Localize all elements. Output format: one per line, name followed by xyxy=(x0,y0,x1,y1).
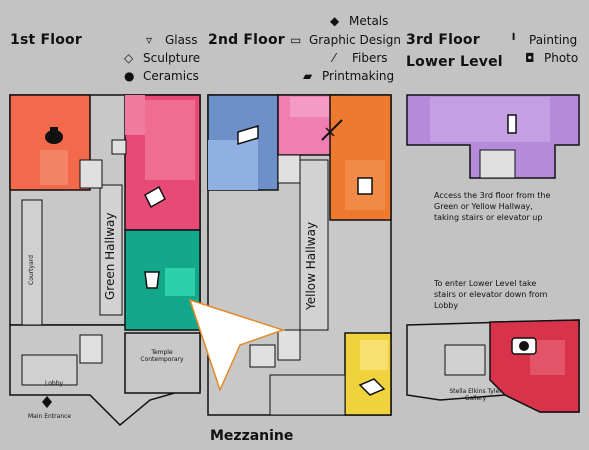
legend-metals: ◆ Metals xyxy=(330,14,388,28)
painting-icon: ╹ xyxy=(510,33,518,47)
first-floor-title: 1st Floor xyxy=(10,32,82,48)
legend-glass: ▿ Glass xyxy=(146,33,198,47)
legend-label: Sculpture xyxy=(143,51,201,65)
green-hallway xyxy=(99,184,123,316)
legend-label: Printmaking xyxy=(322,69,395,83)
painting-icon xyxy=(507,114,517,134)
lower-level-title: Lower Level xyxy=(406,54,503,70)
ceramics-icon: ● xyxy=(124,69,135,83)
second-floor-plan xyxy=(207,94,392,416)
courtyard-label: Courtyard xyxy=(28,255,35,285)
graphic-design-icon xyxy=(357,177,373,195)
photo-icon: ◘ xyxy=(525,51,535,65)
legend-printmaking: ▰ Printmaking xyxy=(303,69,394,83)
main-entrance-marker[interactable] xyxy=(42,396,52,408)
lobby-label: Lobby xyxy=(45,380,64,387)
glass-icon xyxy=(144,271,160,289)
sculpture-icon: ◇ xyxy=(124,51,134,65)
metals-icon xyxy=(358,378,386,396)
glass-icon: ▿ xyxy=(146,33,153,47)
second-floor-title: 2nd Floor xyxy=(208,32,285,48)
third-floor-title: 3rd Floor xyxy=(406,32,480,48)
legend-fibers: ⁄ Fibers xyxy=(333,51,388,65)
legend-sculpture: ◇ Sculpture xyxy=(124,51,200,65)
fibers-icon xyxy=(321,119,343,141)
photo-icon xyxy=(511,337,537,355)
legend-photo: ◘ Photo xyxy=(525,51,578,65)
legend-label: Photo xyxy=(544,51,579,65)
green-hallway-label: Green Hallway xyxy=(103,212,117,300)
legend-label: Metals xyxy=(349,14,389,28)
yellow-hallway xyxy=(299,159,329,331)
sculpture-icon xyxy=(144,185,166,209)
main-entrance-label: Main Entrance xyxy=(28,413,72,420)
stella-gallery-label: Stella Elkins Tyler Gallery xyxy=(449,388,502,402)
mezzanine-title: Mezzanine xyxy=(210,428,294,444)
third-floor-plan xyxy=(406,94,580,413)
first-floor-plan xyxy=(9,94,201,427)
graphic-design-icon: ▭ xyxy=(290,33,302,47)
printmaking-icon xyxy=(237,124,259,146)
printmaking-icon: ▰ xyxy=(303,69,313,83)
legend-label: Painting xyxy=(529,33,578,47)
legend-label: Ceramics xyxy=(143,69,199,83)
lower-level-note: To enter Lower Level take stairs or elev… xyxy=(434,279,548,310)
metals-icon: ◆ xyxy=(330,14,340,28)
fibers-icon: ⁄ xyxy=(333,51,336,65)
yellow-hallway-label: Yellow Hallway xyxy=(304,221,318,310)
temple-contemporary-label: Temple Contemporary xyxy=(140,349,184,363)
legend-painting: ╹ Painting xyxy=(510,33,577,47)
mouse-cursor xyxy=(188,298,286,393)
legend-label: Fibers xyxy=(352,51,388,65)
legend-label: Glass xyxy=(165,33,198,47)
temple-contemporary-room[interactable] xyxy=(124,332,201,394)
ceramics-icon xyxy=(45,127,63,144)
legend-label: Graphic Design xyxy=(309,33,401,47)
access-third-floor-note: Access the 3rd floor from the Green or Y… xyxy=(434,191,551,222)
legend-graphic-design: ▭ Graphic Design xyxy=(290,33,401,47)
legend-ceramics: ● Ceramics xyxy=(124,69,199,83)
